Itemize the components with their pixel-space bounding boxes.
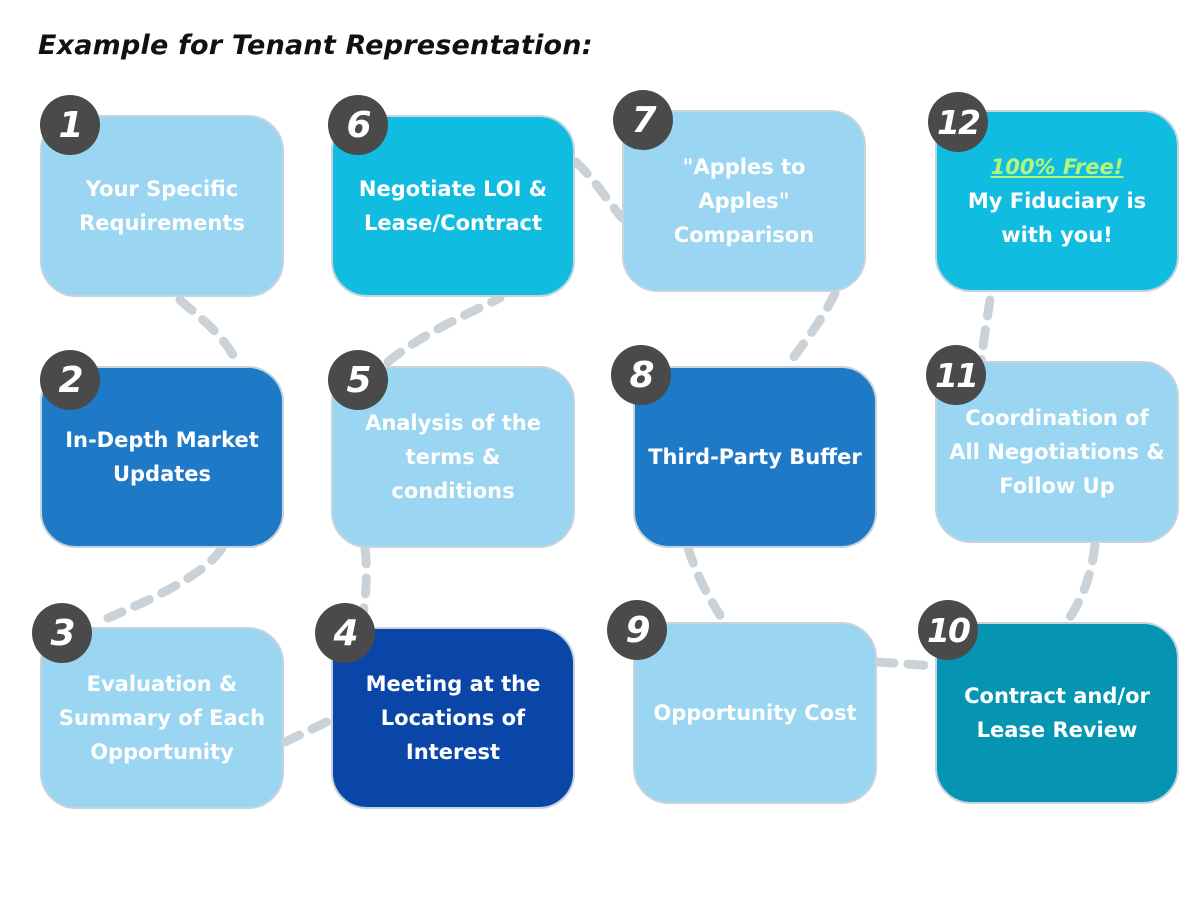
step-card-1: Your Specific Requirements bbox=[40, 115, 284, 297]
step-number-badge: 11 bbox=[926, 345, 986, 405]
step-card-3: Evaluation & Summary of Each Opportunity bbox=[40, 627, 284, 809]
step-text: Analysis of the terms & conditions bbox=[365, 411, 541, 503]
step-number-badge: 4 bbox=[315, 603, 375, 663]
connector-6-7 bbox=[571, 157, 627, 223]
connector-1-2 bbox=[175, 295, 243, 370]
step-text: My Fiduciary is with you! bbox=[967, 189, 1147, 247]
step-number-badge: 3 bbox=[32, 603, 92, 663]
step-text: Negotiate LOI & Lease/Contract bbox=[358, 177, 548, 235]
step-text: In-Depth Market Updates bbox=[65, 428, 259, 486]
step-text: Your Specific Requirements bbox=[79, 177, 245, 235]
step-text: "Apples to Apples" Comparison bbox=[673, 155, 815, 247]
step-card-11: Coordination of All Negotiations & Follo… bbox=[935, 361, 1179, 543]
connector-5-6 bbox=[383, 293, 505, 367]
step-text: Opportunity Cost bbox=[653, 701, 857, 725]
step-number-badge: 8 bbox=[611, 345, 671, 405]
connector-3-4 bbox=[280, 713, 340, 747]
step-number-badge: 7 bbox=[613, 90, 673, 150]
connector-8-9 bbox=[683, 543, 725, 620]
step-number-badge: 12 bbox=[928, 92, 988, 152]
step-text: Contract and/or Lease Review bbox=[964, 684, 1150, 742]
connector-11-12 bbox=[975, 295, 995, 373]
free-highlight-text: 100% Free! bbox=[990, 155, 1124, 179]
step-text: Third-Party Buffer bbox=[648, 445, 862, 469]
connector-9-10 bbox=[873, 657, 940, 671]
connector-2-3 bbox=[103, 543, 227, 623]
step-text: Meeting at the Locations of Interest bbox=[365, 672, 541, 764]
step-number-badge: 9 bbox=[607, 600, 667, 660]
step-card-4: Meeting at the Locations of Interest bbox=[331, 627, 575, 809]
step-card-8: Third-Party Buffer bbox=[633, 366, 877, 548]
step-card-10: Contract and/or Lease Review bbox=[935, 622, 1179, 804]
step-card-9: Opportunity Cost bbox=[633, 622, 877, 804]
step-number-badge: 1 bbox=[40, 95, 100, 155]
step-number-badge: 2 bbox=[40, 350, 100, 410]
step-text: Coordination of All Negotiations & Follo… bbox=[949, 406, 1165, 498]
step-number-badge: 6 bbox=[328, 95, 388, 155]
page-title: Example for Tenant Representation: bbox=[38, 30, 593, 61]
step-number-badge: 10 bbox=[918, 600, 978, 660]
connector-7-8 bbox=[785, 288, 840, 367]
connector-10-11 bbox=[1063, 540, 1100, 625]
step-text: Evaluation & Summary of Each Opportunity bbox=[58, 672, 266, 764]
step-number-badge: 5 bbox=[328, 350, 388, 410]
